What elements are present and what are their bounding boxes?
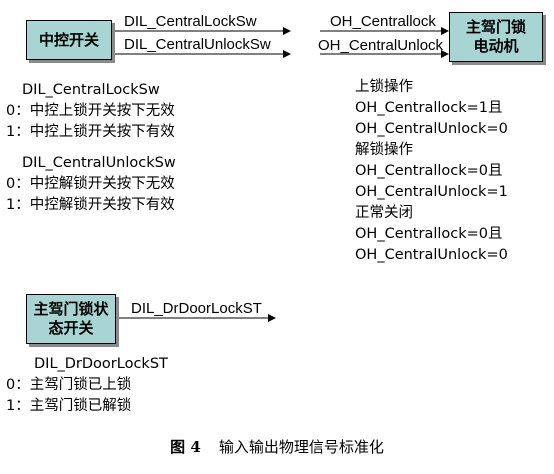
desc-line: 1：中控上锁开关按下有效 [6,124,175,140]
desc-line: 正常关闭 [355,205,413,221]
desc-line: DIL_CentralUnlockSw [22,155,176,171]
desc-line: DIL_CentralLockSw [22,82,160,98]
desc-line: 0：主驾门锁已上锁 [6,377,132,393]
desc-line: 1：中控解锁开关按下有效 [6,197,175,213]
signal-dr-door-lock-st: DIL_DrDoorLockST [131,300,262,317]
desc-line: OH_Centrallock=1且 [355,100,503,116]
desc-line: OH_CentralUnlock=0 [355,247,508,263]
door-lock-state-label-line1: 主驾门锁状 [33,300,109,318]
desc-line: 0：中控解锁开关按下无效 [6,176,175,192]
signal-central-unlock-sw: DIL_CentralUnlockSw [124,36,271,53]
door-lock-state-label-line2: 态开关 [48,319,94,337]
desc-line: OH_CentralUnlock=0 [355,121,508,137]
central-switch-description: DIL_CentralLockSw 0：中控上锁开关按下无效 1：中控上锁开关按… [6,80,176,216]
door-lock-state-description: DIL_DrDoorLockST 0：主驾门锁已上锁 1：主驾门锁已解锁 [6,354,168,417]
desc-line: 上锁操作 [355,79,413,95]
central-switch-box: 中控开关 [26,20,112,60]
desc-line: OH_Centrallock=0且 [355,163,503,179]
door-motor-label-line2: 电动机 [473,37,519,55]
signal-central-lock-sw: DIL_CentralLockSw [124,13,257,30]
motor-operation-description: 上锁操作 OH_Centrallock=1且 OH_CentralUnlock=… [355,77,508,266]
door-lock-state-switch-box: 主驾门锁状 态开关 [26,294,116,344]
figure-caption: 图 4 输入输出物理信号标准化 [0,436,554,457]
desc-line: OH_CentralUnlock=1 [355,184,508,200]
figure-title: 输入输出物理信号标准化 [218,438,384,456]
central-switch-label: 中控开关 [38,30,99,49]
desc-line: DIL_DrDoorLockST [34,356,168,372]
desc-line: 解锁操作 [355,142,413,158]
figure-number: 图 4 [170,438,201,456]
desc-line: OH_Centrallock=0且 [355,226,503,242]
signal-oh-centralunlock: OH_CentralUnlock [318,37,444,54]
door-motor-label-line1: 主驾门锁 [465,18,526,36]
desc-line: 0：中控上锁开关按下无效 [6,103,175,119]
signal-oh-centrallock: OH_Centrallock [330,13,436,30]
desc-line: 1：主驾门锁已解锁 [6,398,132,414]
door-motor-box: 主驾门锁 电动机 [449,12,543,62]
